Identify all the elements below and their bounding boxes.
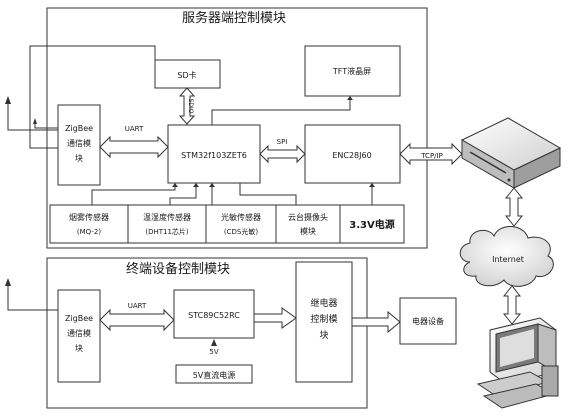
camera-module-line1: 云台摄像头 [288, 212, 328, 222]
relay-line1: 继电器 [310, 297, 337, 309]
server-zigbee-line3: 块 [75, 153, 83, 163]
server-antenna [5, 45, 156, 149]
appliance-label: 电器设备 [412, 316, 444, 326]
temp-humidity-line2: (DHT11芯片) [145, 227, 189, 236]
appliance-arrow [351, 310, 401, 334]
enc28j60-label: ENC28J60 [332, 151, 371, 160]
terminal-uart-label: UART [128, 302, 147, 310]
internet-cloud-icon: Internet [459, 226, 554, 287]
relay-arrow [253, 307, 297, 329]
tft-label: TFT液晶屏 [332, 66, 371, 76]
smoke-sensor-line1: 烟雾传感器 [69, 212, 109, 222]
terminal-antenna [5, 278, 58, 311]
relay-line3: 块 [319, 329, 328, 341]
smoke-sensor-box [49, 204, 129, 244]
server-zigbee-box [57, 104, 101, 186]
server-zigbee-line2: 通信模 [67, 138, 91, 148]
temp-humidity-line1: 温湿度传感器 [143, 212, 191, 222]
terminal-zigbee-box [57, 289, 101, 383]
server-uart-label: UART [125, 125, 144, 133]
v5-arrow: 5V [209, 339, 219, 356]
power-5v-box [175, 364, 253, 384]
camera-module-box [275, 204, 341, 244]
camera-module-line2: 模块 [300, 226, 316, 236]
temp-humidity-sensor-box [127, 204, 207, 244]
internet-label: Internet [492, 255, 524, 264]
spi-label: SPI [277, 138, 288, 146]
v5-label: 5V [209, 348, 218, 356]
tft-box [304, 45, 401, 97]
terminal-module-title: 终端设备控制模块 [126, 261, 230, 277]
computer-icon [476, 317, 559, 409]
terminal-module-frame [46, 257, 368, 409]
sdio-label: SDIO [187, 99, 194, 114]
sensor-wires [91, 183, 375, 205]
light-sensor-line2: (CDS光敏) [224, 227, 258, 236]
tft-wire [211, 96, 351, 125]
smoke-sensor-line2: (MQ-2) [77, 228, 101, 236]
light-sensor-line1: 光敏传感器 [221, 212, 261, 222]
enc28j60-box [304, 124, 401, 184]
power-3v3-box [339, 204, 405, 244]
sd-card-box [154, 59, 221, 89]
sd-card-label: SD卡 [177, 70, 196, 80]
server-uart-arrow: UART [99, 125, 169, 159]
server-module-title: 服务器端控制模块 [182, 10, 286, 26]
terminal-zigbee-line2: 通信模 [67, 328, 91, 338]
appliance-box [399, 297, 457, 345]
tcpip-label: TCP/IP [420, 152, 443, 160]
sdio-arrow: SDIO [178, 87, 196, 125]
server-zigbee-line1: ZigBee [65, 124, 93, 133]
relay-line2: 控制模 [310, 313, 337, 325]
stc89c52rc-box [173, 289, 255, 339]
stc89c52rc-label: STC89C52RC [188, 311, 240, 320]
power-3v3-label: 3.3V电源 [349, 218, 394, 231]
server-internet-arrow [504, 187, 524, 227]
internet-pc-arrow [502, 285, 522, 325]
stm32-label: STM32f103ZET6 [181, 151, 247, 160]
server-device-icon [460, 117, 562, 189]
power-5v-label: 5V直流电源 [193, 370, 236, 380]
relay-box [295, 261, 353, 383]
light-sensor-box [205, 204, 277, 244]
terminal-module: 终端设备控制模块 ZigBee 通信模 块 UART STC89C52RC 5V… [5, 257, 368, 409]
spi-arrow: SPI [259, 138, 306, 164]
tcpip-arrow: TCP/IP [399, 142, 463, 166]
terminal-zigbee-line1: ZigBee [65, 314, 93, 323]
terminal-uart-arrow: UART [99, 302, 175, 332]
terminal-zigbee-line3: 块 [75, 343, 83, 353]
server-module: 服务器端控制模块 SD卡 SDIO TFT液晶屏 ZigBee 通信模 块 [5, 7, 428, 249]
